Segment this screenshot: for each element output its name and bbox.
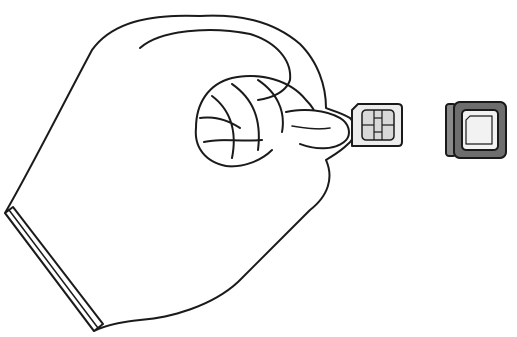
gloved-hand-icon — [4, 14, 356, 332]
sim-tray-icon — [445, 101, 507, 159]
sim-card-icon — [351, 103, 403, 147]
